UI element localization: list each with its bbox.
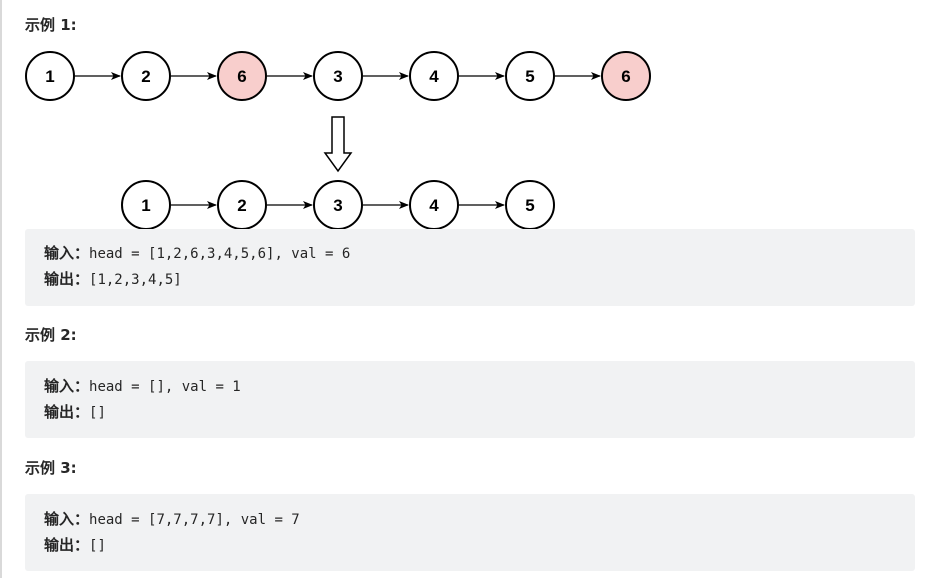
list-node: 1 xyxy=(25,51,75,101)
input-value: head = [7,7,7,7], val = 7 xyxy=(89,512,300,528)
output-label: 输出： xyxy=(44,270,90,288)
example-3-title: 示例 3: xyxy=(25,459,77,477)
down-arrow-icon xyxy=(323,116,353,173)
node-value: 6 xyxy=(621,67,630,86)
list-before: 1 2 6 3 4 5 6 xyxy=(25,51,651,101)
list-node-removed: 6 xyxy=(601,51,651,101)
node-value: 2 xyxy=(237,196,246,215)
list-node: 4 xyxy=(409,51,459,101)
example-1-title: 示例 1: xyxy=(25,16,77,34)
output-line: 输出：[1,2,3,4,5] xyxy=(44,269,915,295)
node-value: 5 xyxy=(525,196,534,215)
node-value: 4 xyxy=(429,67,439,86)
input-line: 输入：head = [7,7,7,7], val = 7 xyxy=(44,509,915,535)
list-node: 4 xyxy=(409,180,459,230)
node-value: 2 xyxy=(141,67,150,86)
node-value: 6 xyxy=(237,67,246,86)
list-node: 5 xyxy=(505,51,555,101)
input-label: 输入： xyxy=(44,377,90,395)
node-value: 1 xyxy=(45,67,54,86)
input-label: 输入： xyxy=(44,510,90,528)
input-label: 输入： xyxy=(44,244,90,262)
output-label: 输出： xyxy=(44,403,90,421)
node-value: 3 xyxy=(333,67,342,86)
list-after: 1 2 3 4 5 xyxy=(121,180,555,230)
list-node-removed: 6 xyxy=(217,51,267,101)
node-value: 1 xyxy=(141,196,150,215)
node-value: 5 xyxy=(525,67,534,86)
example-1-code-block: 输入：head = [1,2,6,3,4,5,6], val = 6 输出：[1… xyxy=(25,229,915,306)
output-line: 输出：[] xyxy=(44,535,915,561)
output-value: [] xyxy=(89,538,106,554)
input-value: head = [1,2,6,3,4,5,6], val = 6 xyxy=(89,246,351,262)
output-line: 输出：[] xyxy=(44,402,915,428)
output-value: [1,2,3,4,5] xyxy=(89,272,182,288)
list-node: 5 xyxy=(505,180,555,230)
linked-list-diagram: 1 2 6 3 4 5 6 xyxy=(25,51,651,230)
input-value: head = [], val = 1 xyxy=(89,379,241,395)
example-2-code-block: 输入：head = [], val = 1 输出：[] xyxy=(25,361,915,438)
list-node: 2 xyxy=(121,51,171,101)
output-label: 输出： xyxy=(44,536,90,554)
list-node: 2 xyxy=(217,180,267,230)
node-value: 4 xyxy=(429,196,439,215)
output-value: [] xyxy=(89,405,106,421)
list-node: 3 xyxy=(313,180,363,230)
input-line: 输入：head = [1,2,6,3,4,5,6], val = 6 xyxy=(44,243,915,269)
example-3-code-block: 输入：head = [7,7,7,7], val = 7 输出：[] xyxy=(25,494,915,571)
example-2-title: 示例 2: xyxy=(25,326,77,344)
left-border xyxy=(0,0,2,578)
list-node: 3 xyxy=(313,51,363,101)
input-line: 输入：head = [], val = 1 xyxy=(44,376,915,402)
list-node: 1 xyxy=(121,180,171,230)
node-value: 3 xyxy=(333,196,342,215)
